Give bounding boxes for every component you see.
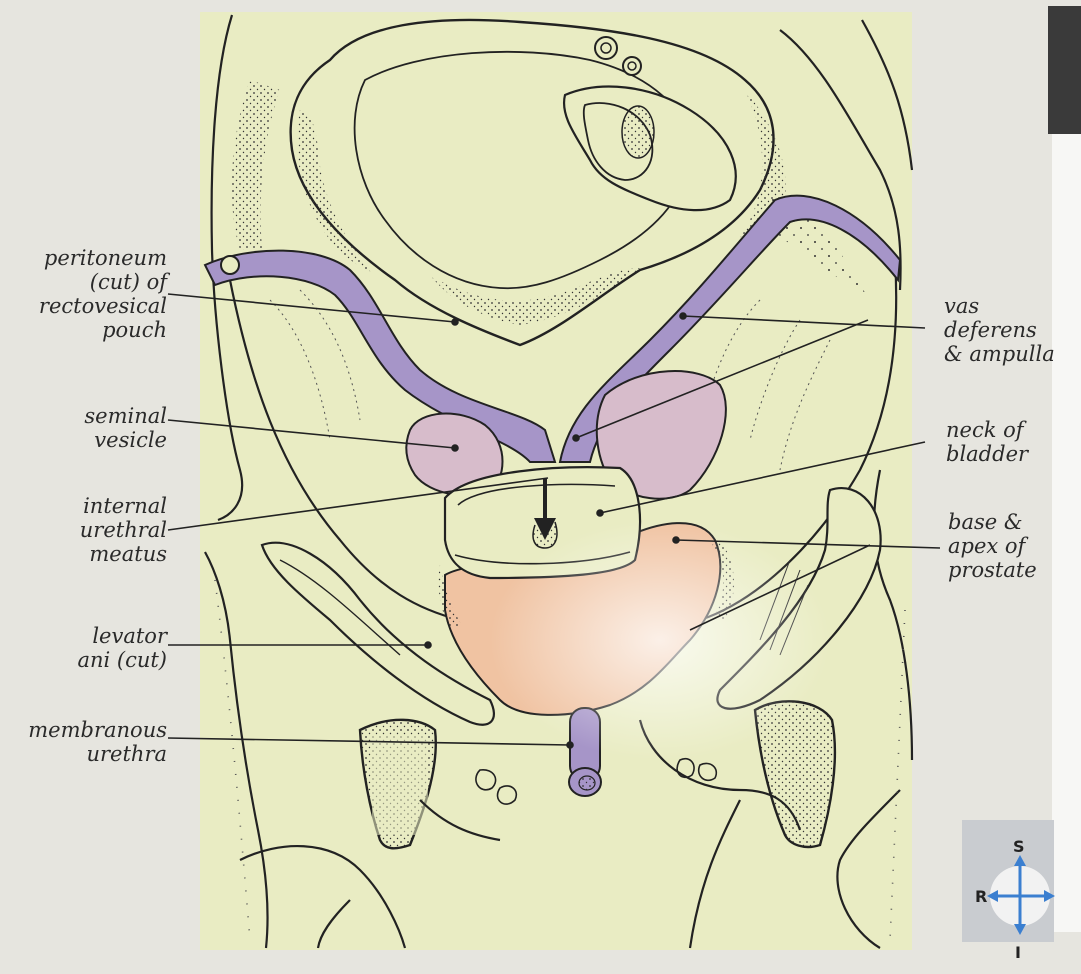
label-neck-of-bladder: neck of bladder [946,418,1028,466]
photo-glare [490,520,830,760]
label-line: seminal [84,404,167,428]
vessel-ring-1 [595,37,617,59]
pubic-bone-left-fill [372,735,428,835]
label-line: (cut) of [39,270,167,294]
label-line: vesicle [84,428,167,452]
label-line: rectovesical [39,294,167,318]
label-line: pouch [39,318,167,342]
label-line: deferens [944,318,1055,342]
label-line: membranous [28,718,167,742]
label-line: ani (cut) [77,648,167,672]
label-levator-ani: levator ani (cut) [77,624,167,672]
label-internal-urethral-meatus: internal urethral meatus [80,494,167,566]
label-line: & ampulla [944,342,1055,366]
label-line: apex of [948,534,1037,558]
vas-left-end [221,256,239,274]
label-line: peritoneum [39,246,167,270]
label-line: levator [77,624,167,648]
leader-neck-bladder-dot [597,510,603,516]
label-line: bladder [946,442,1028,466]
label-line: urethral [80,518,167,542]
label-line: urethra [28,742,167,766]
leader-seminal-vesicle-dot [452,445,458,451]
compass-inferior: I [1015,943,1021,962]
leader-peritoneum-dot [452,319,458,325]
label-line: prostate [948,558,1037,582]
label-peritoneum: peritoneum (cut) of rectovesical pouch [39,246,167,342]
leader-membranous-dot [567,742,573,748]
bowel-lumen-stipple [622,106,654,158]
leader-vas-1-dot [680,313,686,319]
compass-right: R [975,887,987,906]
urethra-lumen [579,776,595,790]
label-line: internal [80,494,167,518]
label-membranous-urethra: membranous urethra [28,718,167,766]
label-line: meatus [80,542,167,566]
white-edge-right [1052,134,1081,932]
vessel-ring-2 [623,57,641,75]
label-base-apex-prostate: base & apex of prostate [948,510,1037,582]
leader-levator-dot [425,642,431,648]
compass-superior: S [1013,837,1025,856]
leader-vas-2-dot [573,435,579,441]
leader-prostate-base-dot [673,537,679,543]
label-line: vas [944,294,1055,318]
label-line: neck of [946,418,1028,442]
orientation-compass: S I R [962,820,1055,962]
label-seminal-vesicle: seminal vesicle [84,404,167,452]
label-line: base & [948,510,1037,534]
dark-edge-top-right [1048,6,1081,134]
label-vas-deferens: vas deferens & ampulla [944,294,1055,366]
